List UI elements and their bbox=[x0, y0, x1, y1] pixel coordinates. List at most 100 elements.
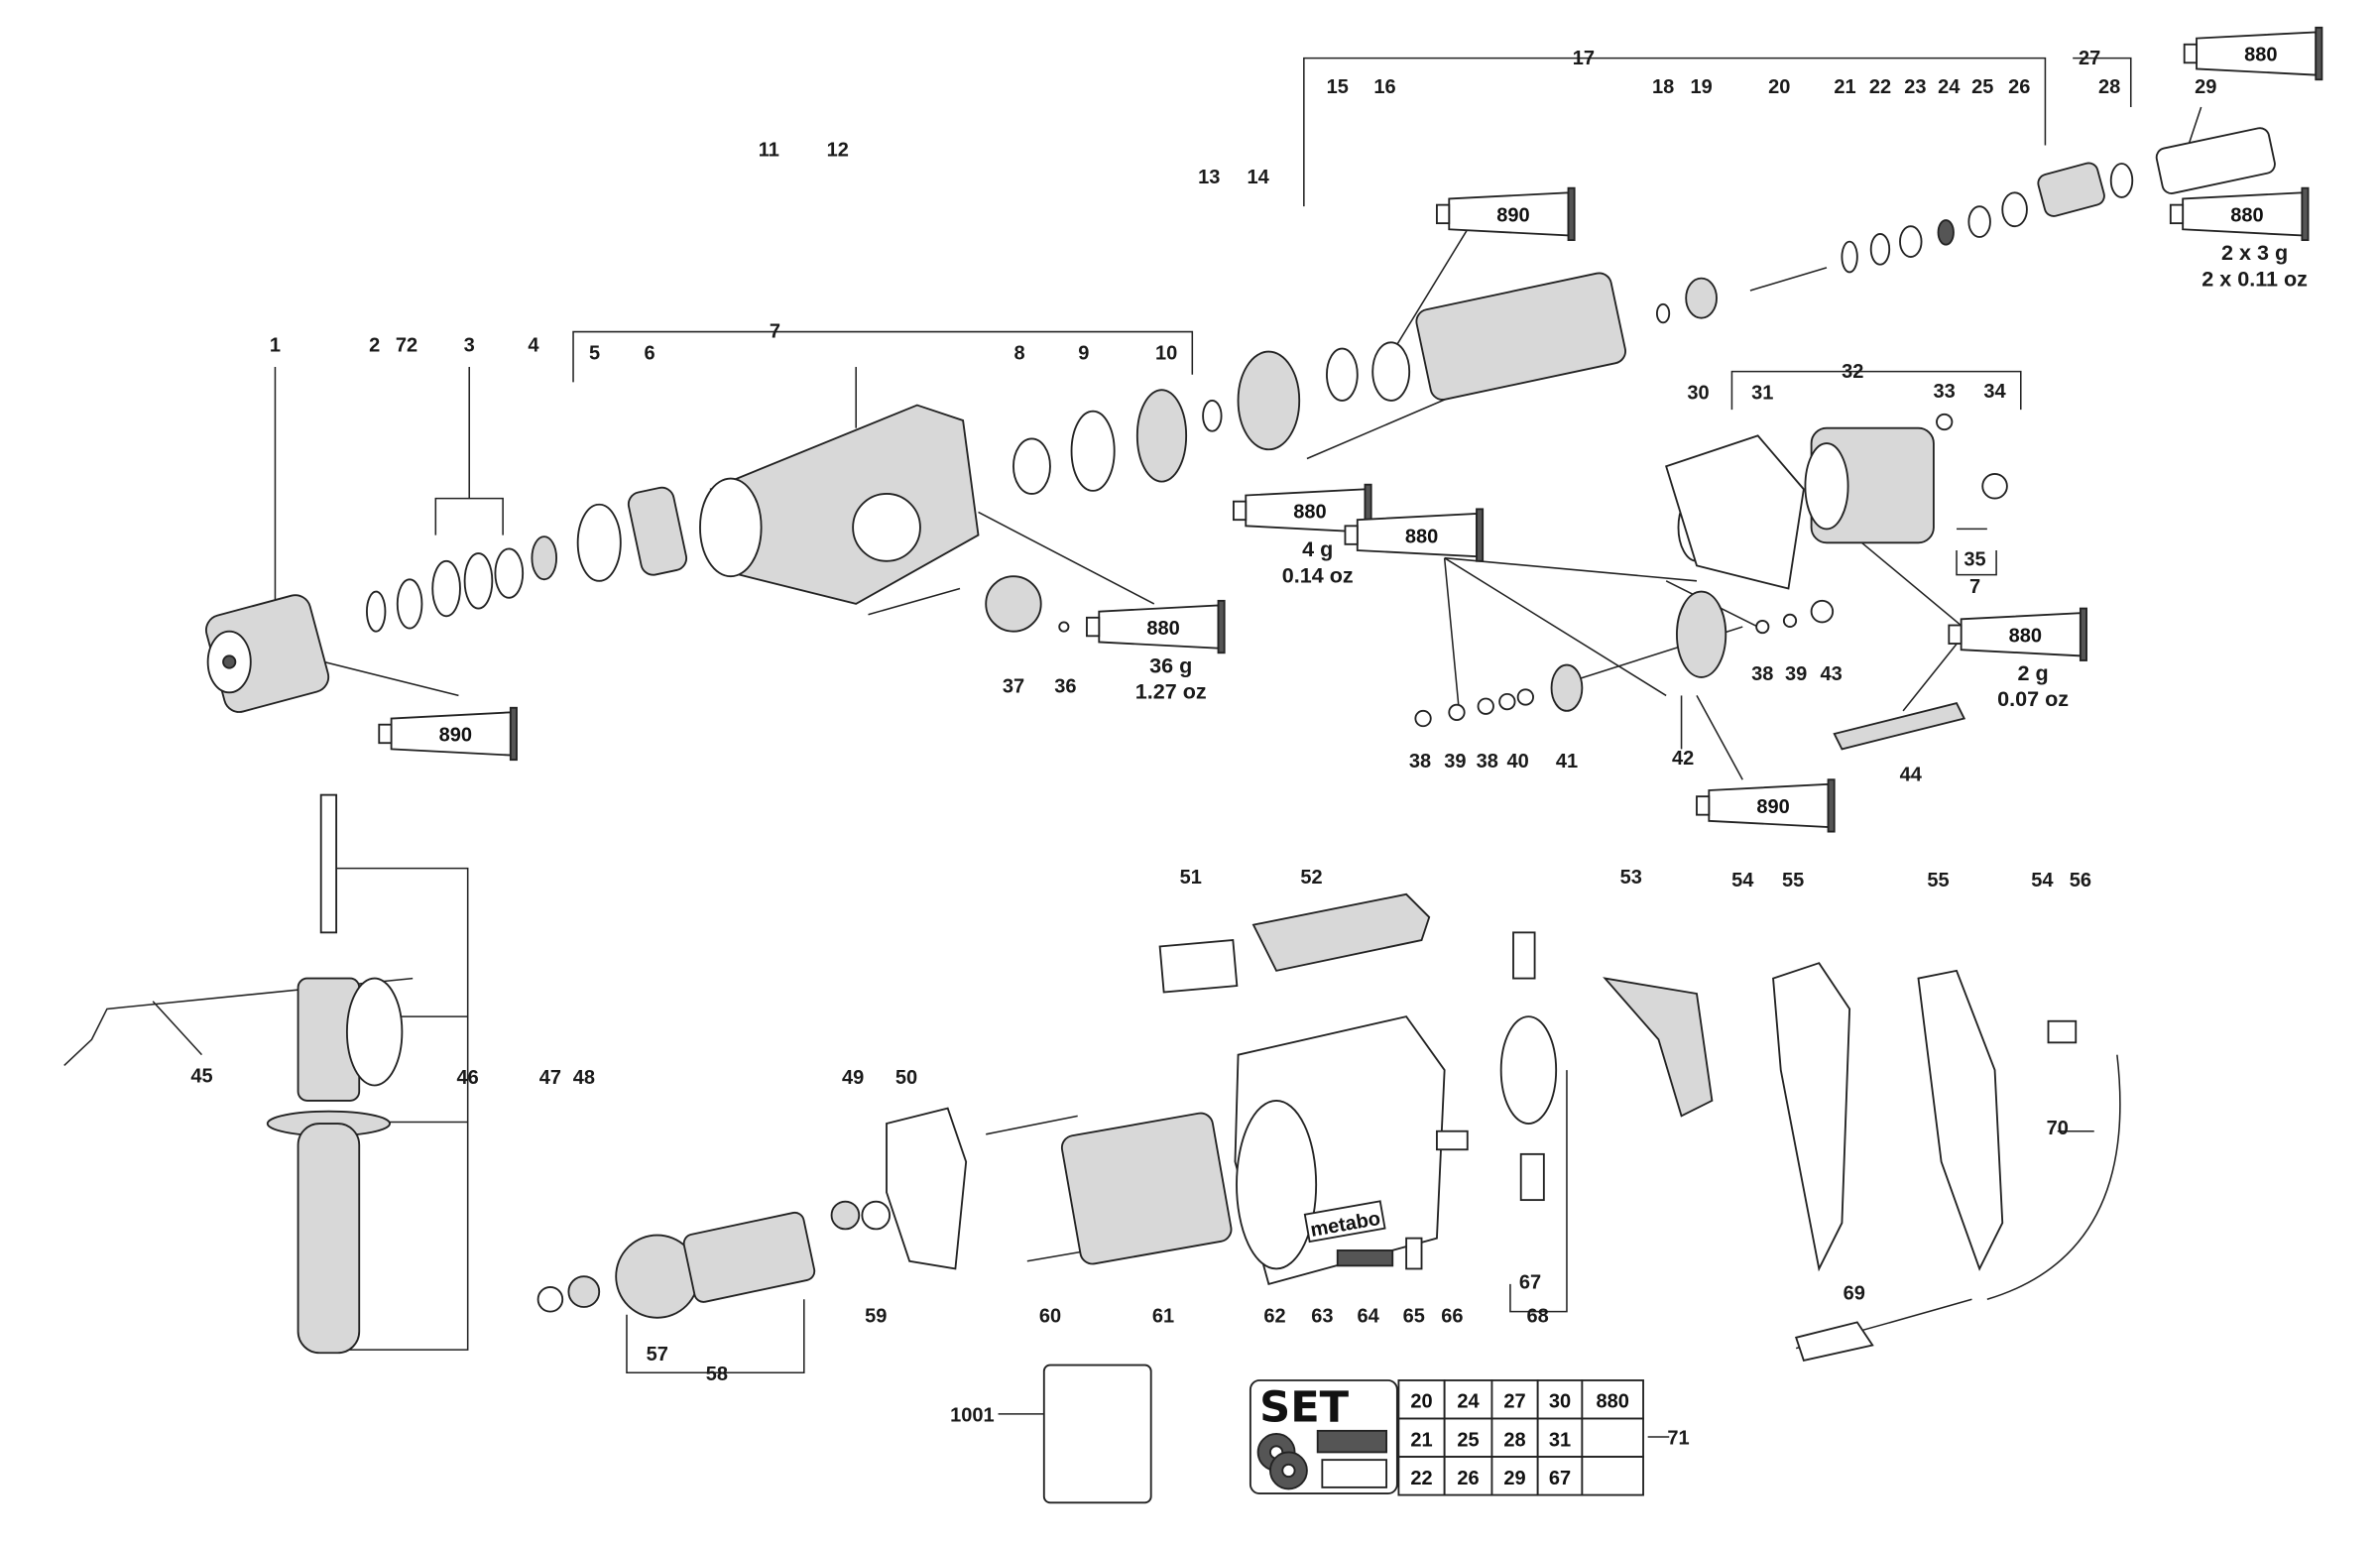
tube-crimp bbox=[2079, 607, 2087, 661]
callout-label: 16 bbox=[1373, 76, 1395, 98]
callout-label: 21 bbox=[1834, 76, 1855, 98]
callout-label: 55 bbox=[1782, 870, 1804, 891]
callout-label: 24 bbox=[1938, 76, 1961, 98]
grease-tube: 880 2 g0.07 oz bbox=[1948, 607, 2087, 711]
gear-housing bbox=[699, 404, 980, 605]
tube-code: 890 bbox=[1496, 205, 1529, 227]
callout-label: 35 bbox=[1964, 548, 1985, 570]
callout-label: 28 bbox=[2098, 76, 2120, 98]
callout-label: 69 bbox=[1844, 1282, 1865, 1304]
callout-label: 42 bbox=[1672, 748, 1694, 770]
set-part-number: 880 bbox=[1597, 1391, 1629, 1413]
set-part-number: 21 bbox=[1410, 1429, 1432, 1451]
callout-label: 56 bbox=[2070, 870, 2091, 891]
callout-label: 55 bbox=[1927, 870, 1949, 891]
callout-label: 17 bbox=[1573, 48, 1595, 69]
tube-cap bbox=[1696, 795, 1711, 816]
callout-label: 65 bbox=[1403, 1305, 1425, 1327]
callout-label: 67 bbox=[1519, 1272, 1541, 1294]
callout-label: 72 bbox=[396, 335, 417, 357]
callout-label: 45 bbox=[190, 1065, 212, 1087]
tube-crimp bbox=[509, 706, 518, 762]
tube-code: 880 bbox=[2244, 45, 2277, 66]
callout-label: 57 bbox=[647, 1344, 668, 1366]
callout-label: 71 bbox=[1667, 1428, 1689, 1450]
callout-label: 36 bbox=[1054, 675, 1076, 697]
set-table-cell bbox=[1490, 1417, 1539, 1458]
set-table-cell bbox=[1490, 1456, 1539, 1496]
callout-label: 60 bbox=[1039, 1305, 1061, 1327]
tube-cap bbox=[2169, 203, 2185, 225]
callout-label: 63 bbox=[1311, 1305, 1333, 1327]
tube-cap bbox=[2183, 43, 2198, 64]
tube-quantity: 0.14 oz bbox=[1282, 562, 1354, 587]
callout-label: 53 bbox=[1620, 867, 1642, 889]
set-part-number: 31 bbox=[1549, 1429, 1571, 1451]
motor-housing bbox=[1234, 1015, 1446, 1286]
callout-label: 13 bbox=[1198, 167, 1220, 188]
callout-label: 64 bbox=[1357, 1305, 1379, 1327]
callout-label: 38 bbox=[1409, 751, 1431, 772]
callout-label: 11 bbox=[759, 139, 779, 161]
callout-label: 3 bbox=[464, 335, 475, 357]
callout-label: 7 bbox=[770, 321, 780, 343]
set-table-cell bbox=[1397, 1379, 1446, 1420]
callout-label: 9 bbox=[1078, 342, 1089, 364]
callout-label: 22 bbox=[1869, 76, 1891, 98]
grease-tube: 890 bbox=[1436, 186, 1576, 242]
callout-label: 10 bbox=[1155, 342, 1177, 364]
callout-label: 50 bbox=[895, 1067, 917, 1089]
set-table-cell bbox=[1536, 1379, 1584, 1420]
callout-label: 62 bbox=[1263, 1305, 1285, 1327]
callout-label: 51 bbox=[1180, 867, 1202, 889]
callout-label: 27 bbox=[2079, 48, 2100, 69]
tube-quantity: 1.27 oz bbox=[1135, 679, 1207, 704]
armature bbox=[615, 1211, 816, 1319]
set-part-number: 30 bbox=[1549, 1391, 1571, 1413]
callout-label: 39 bbox=[1444, 751, 1466, 772]
callout-label: 26 bbox=[2008, 76, 2030, 98]
callout-label: 48 bbox=[573, 1067, 595, 1089]
tube-crimp bbox=[1217, 599, 1226, 654]
callout-label: 61 bbox=[1152, 1305, 1174, 1327]
tube-cap bbox=[1086, 616, 1101, 638]
callout-label: 6 bbox=[645, 342, 655, 364]
tube-code: 890 bbox=[1756, 796, 1789, 818]
set-part-number: 28 bbox=[1503, 1429, 1525, 1451]
tube-code: 880 bbox=[1405, 526, 1438, 547]
set-table-cell bbox=[1581, 1417, 1644, 1458]
set-table-cell bbox=[1536, 1417, 1584, 1458]
callout-label: 14 bbox=[1247, 167, 1269, 188]
tube-cap bbox=[1436, 203, 1451, 225]
callout-label: 52 bbox=[1300, 867, 1322, 889]
callout-label: 66 bbox=[1441, 1305, 1463, 1327]
callout-label: 39 bbox=[1785, 663, 1807, 685]
callout-label: 46 bbox=[457, 1067, 479, 1089]
callout-label: 40 bbox=[1507, 751, 1529, 772]
tube-quantity: 2 g bbox=[2018, 660, 2049, 685]
callout-label: 38 bbox=[1477, 751, 1498, 772]
callout-label: 1001 bbox=[950, 1405, 995, 1427]
set-part-number: 67 bbox=[1549, 1468, 1571, 1489]
set-table-cell bbox=[1443, 1417, 1493, 1458]
callout-label: 23 bbox=[1904, 76, 1926, 98]
callout-label: 5 bbox=[589, 342, 600, 364]
tube-code: 880 bbox=[2009, 625, 2042, 647]
callout-label: 29 bbox=[2195, 76, 2216, 98]
set-part-number: 29 bbox=[1503, 1468, 1525, 1489]
tube-code: 880 bbox=[1146, 618, 1179, 640]
callout-label: 31 bbox=[1751, 382, 1773, 404]
set-part-number: 20 bbox=[1410, 1391, 1432, 1413]
callout-label: 41 bbox=[1556, 751, 1578, 772]
tube-crimp bbox=[1567, 186, 1576, 242]
tube-cap bbox=[378, 723, 393, 745]
motor-flange bbox=[1804, 426, 1935, 544]
tube-quantity: 0.07 oz bbox=[1997, 686, 2069, 711]
set-table-cell bbox=[1443, 1456, 1493, 1496]
tube-crimp bbox=[1476, 508, 1485, 562]
tube-quantity: 2 x 0.11 oz bbox=[2202, 266, 2308, 291]
